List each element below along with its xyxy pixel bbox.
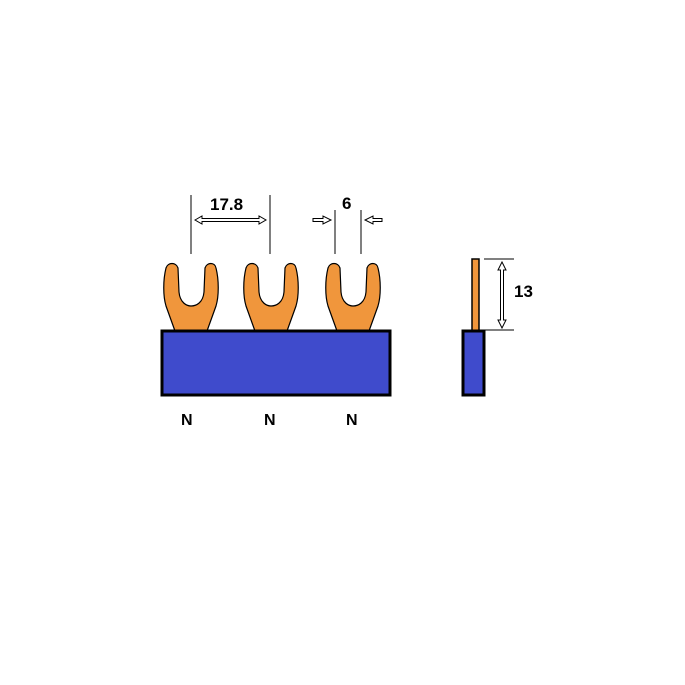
fork-terminal-1 [163,262,219,332]
fork-terminals [163,262,381,332]
fork-terminal-3 [325,262,381,332]
pitch-arrow [193,215,268,225]
terminal-label-3: N [346,412,358,429]
side-view-body [461,329,486,397]
slot-width-dimension: 6 [312,194,383,254]
pitch-dimension: 17.8 [190,195,271,254]
pitch-label: 17.8 [210,195,243,214]
height-label: 13 [514,282,533,301]
slot-width-label: 6 [342,194,351,213]
height-arrow [497,260,507,330]
terminal-label-1: N [181,412,193,429]
terminal-label-2: N [264,412,276,429]
slot-arrow-left [312,215,333,225]
busbar-body [160,329,392,397]
side-view-fork [471,258,480,332]
height-dimension: 13 [484,258,533,331]
fork-terminal-2 [243,262,299,332]
side-view [461,258,486,397]
slot-arrow-right [363,215,383,225]
